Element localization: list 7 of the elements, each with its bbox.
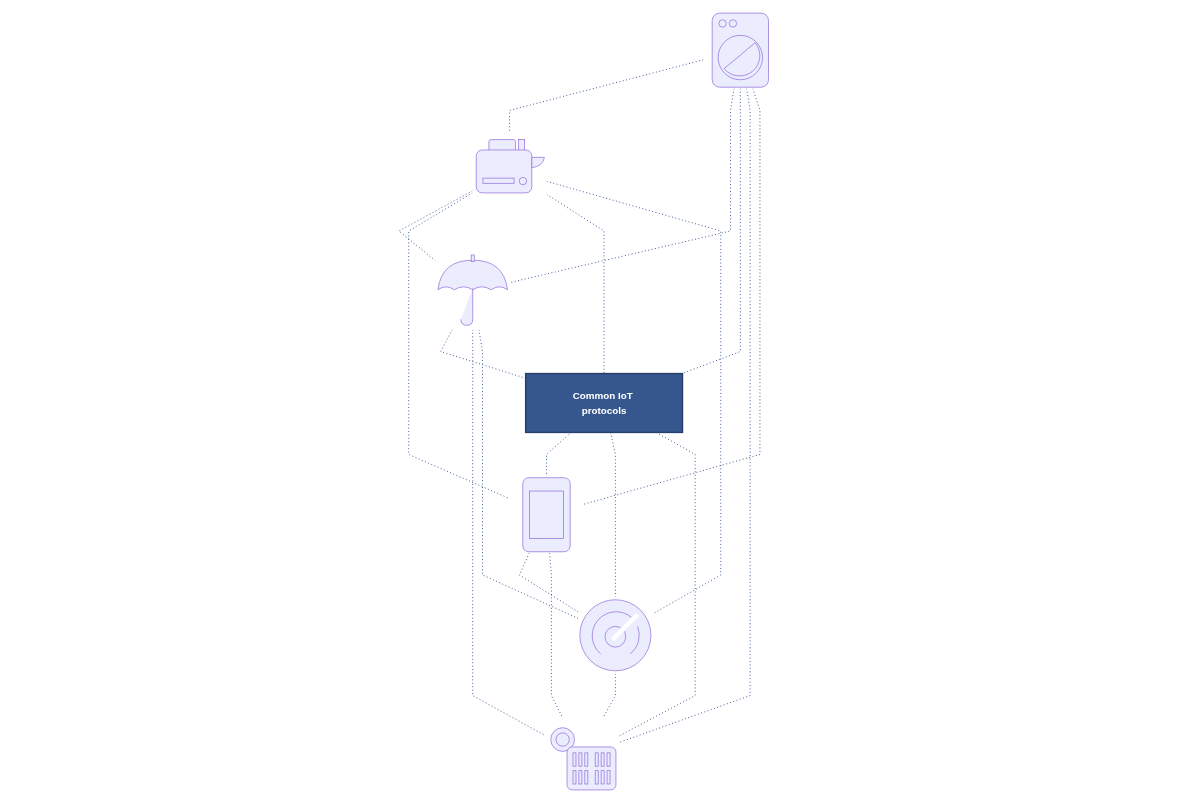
connector (398, 189, 474, 261)
connector (583, 87, 761, 505)
connector (408, 191, 511, 499)
connector (610, 431, 617, 598)
connector (681, 87, 742, 374)
connector (546, 180, 722, 615)
node-box: Common IoT protocols (525, 372, 684, 433)
